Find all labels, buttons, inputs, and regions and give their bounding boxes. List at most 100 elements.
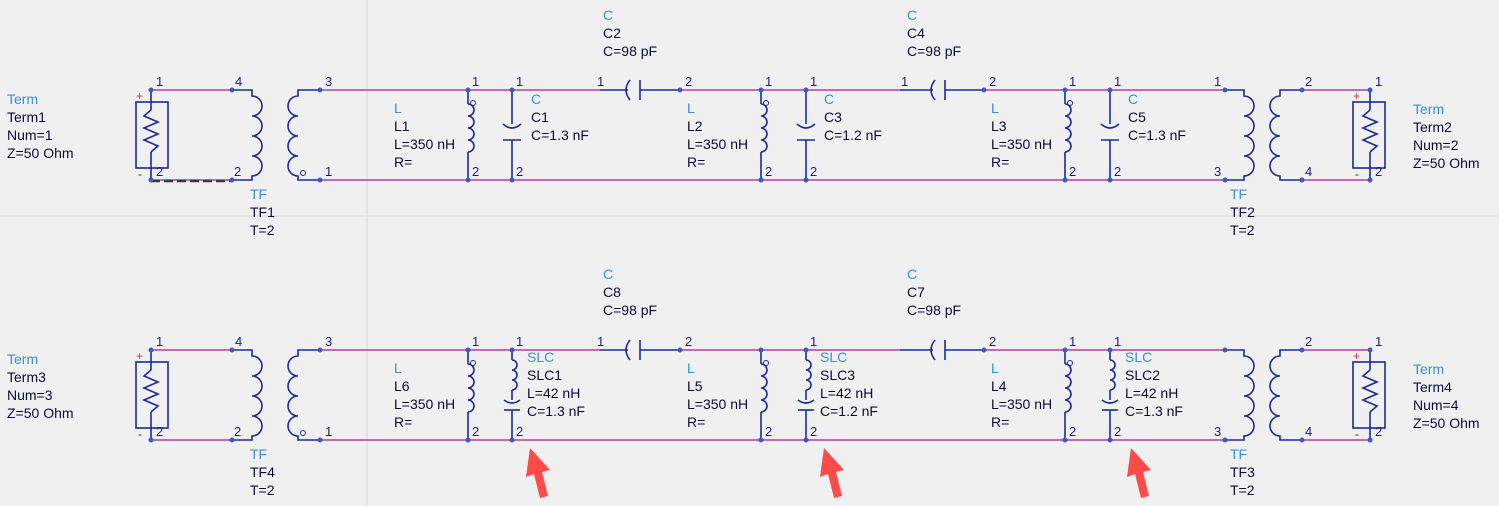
c7-symbol[interactable] (900, 339, 987, 361)
c8-name: C8 (603, 284, 621, 300)
l6-value: L=350 nH (394, 396, 455, 412)
pin-label: 1 (325, 164, 332, 179)
c3-symbol[interactable] (796, 87, 816, 183)
slc2-symbol[interactable] (1101, 347, 1119, 443)
slc2-name: SLC2 (1125, 367, 1160, 383)
c2-symbol[interactable] (600, 79, 683, 101)
svg-text:-: - (138, 167, 142, 181)
pin-label: 2 (156, 424, 163, 439)
pin-label: 1 (1114, 334, 1121, 349)
pin-label: 1 (325, 424, 332, 439)
l6-symbol[interactable] (465, 347, 476, 443)
slc1-type: SLC (527, 349, 554, 365)
slc3-capacitance: C=1.2 nF (820, 403, 878, 419)
tf1-type: TF (250, 186, 267, 202)
tf2-name: TF2 (1230, 204, 1255, 220)
c1-value: C=1.3 nF (531, 127, 589, 143)
tf2-ratio: T=2 (1230, 222, 1255, 238)
pin-label: 2 (1069, 164, 1076, 179)
tf2-symbol[interactable] (1222, 87, 1305, 183)
c2-value: C=98 pF (603, 43, 657, 59)
l2-name: L2 (687, 118, 703, 134)
tf1-symbol[interactable] (229, 87, 323, 183)
c8-value: C=98 pF (603, 302, 657, 318)
term3-name: Term3 (7, 369, 46, 385)
term2-impedance: Z=50 Ohm (1413, 155, 1480, 171)
tf4-symbol[interactable] (229, 347, 323, 443)
svg-text:-: - (1355, 167, 1359, 181)
slc3-symbol[interactable] (797, 347, 815, 443)
term3-type: Term (7, 351, 38, 367)
pin-label: 1 (472, 74, 479, 89)
l2-resistance: R= (687, 154, 705, 170)
tf4-type: TF (250, 446, 267, 462)
pin-label: 4 (1305, 424, 1312, 439)
circuit-row-top: + - 1 2 Term Term1 Num=1 Z=50 Ohm 4 2 3 … (7, 7, 1480, 238)
term1-type: Term (7, 91, 38, 107)
pin-label: 1 (1214, 74, 1221, 89)
c1-type: C (531, 91, 541, 107)
pin-label: 2 (810, 424, 817, 439)
l4-name: L4 (991, 378, 1007, 394)
svg-text:+: + (1353, 349, 1360, 363)
tf4-name: TF4 (250, 464, 275, 480)
l6-resistance: R= (394, 414, 412, 430)
slc3-type: SLC (820, 349, 847, 365)
pin-label: 1 (516, 334, 523, 349)
l4-type: L (991, 360, 999, 376)
l6-name: L6 (394, 378, 410, 394)
pin-label: 1 (1375, 334, 1382, 349)
tf3-symbol[interactable] (1222, 347, 1305, 443)
pin-label: 2 (810, 164, 817, 179)
pin-label: 2 (516, 164, 523, 179)
c8-symbol[interactable] (600, 339, 683, 361)
slc2-inductance: L=42 nH (1125, 385, 1178, 401)
c3-name: C3 (824, 109, 842, 125)
pin-label: 2 (1375, 164, 1382, 179)
c2-type: C (603, 7, 613, 23)
slc2-type: SLC (1125, 349, 1152, 365)
term4-symbol[interactable]: + - (1352, 347, 1386, 443)
l5-symbol[interactable] (758, 347, 769, 443)
l3-symbol[interactable] (1062, 87, 1073, 183)
pin-label: 1 (1375, 74, 1382, 89)
pin-label: 3 (1214, 424, 1221, 439)
svg-text:-: - (1355, 427, 1359, 441)
pin-label: 1 (472, 334, 479, 349)
pin-label: 2 (1375, 424, 1382, 439)
pin-label: 2 (472, 424, 479, 439)
pin-label: 1 (597, 334, 604, 349)
l2-value: L=350 nH (687, 136, 748, 152)
l5-name: L5 (687, 378, 703, 394)
term1-name: Term1 (7, 109, 46, 125)
term1-symbol[interactable]: + - (135, 87, 169, 183)
pin-label: 1 (156, 334, 163, 349)
term2-type: Term (1413, 101, 1444, 117)
pin-label: 2 (516, 424, 523, 439)
term3-symbol[interactable]: + - (135, 347, 169, 443)
c4-symbol[interactable] (900, 79, 987, 101)
l5-type: L (687, 360, 695, 376)
l4-symbol[interactable] (1062, 347, 1073, 443)
c7-name: C7 (907, 284, 925, 300)
slc2-capacitance: C=1.3 nF (1125, 403, 1183, 419)
term2-symbol[interactable]: + - (1352, 87, 1386, 183)
c3-value: C=1.2 nF (824, 127, 882, 143)
c1-symbol[interactable] (502, 87, 522, 183)
pin-label: 1 (1114, 74, 1121, 89)
c5-symbol[interactable] (1100, 87, 1120, 183)
term4-name: Term4 (1413, 379, 1452, 395)
l1-symbol[interactable] (465, 87, 476, 183)
pin-label: 4 (235, 74, 242, 89)
l2-type: L (687, 100, 695, 116)
slc1-symbol[interactable] (503, 347, 521, 443)
pin-label: 1 (810, 74, 817, 89)
circuit-row-bottom: + - 1 2 Term Term3 Num=3 Z=50 Ohm 4 2 3 … (7, 266, 1480, 498)
l2-symbol[interactable] (758, 87, 769, 183)
red-arrow-icon (526, 448, 550, 498)
c1-name: C1 (531, 109, 549, 125)
pin-label: 1 (516, 74, 523, 89)
term3-num: Num=3 (7, 387, 53, 403)
